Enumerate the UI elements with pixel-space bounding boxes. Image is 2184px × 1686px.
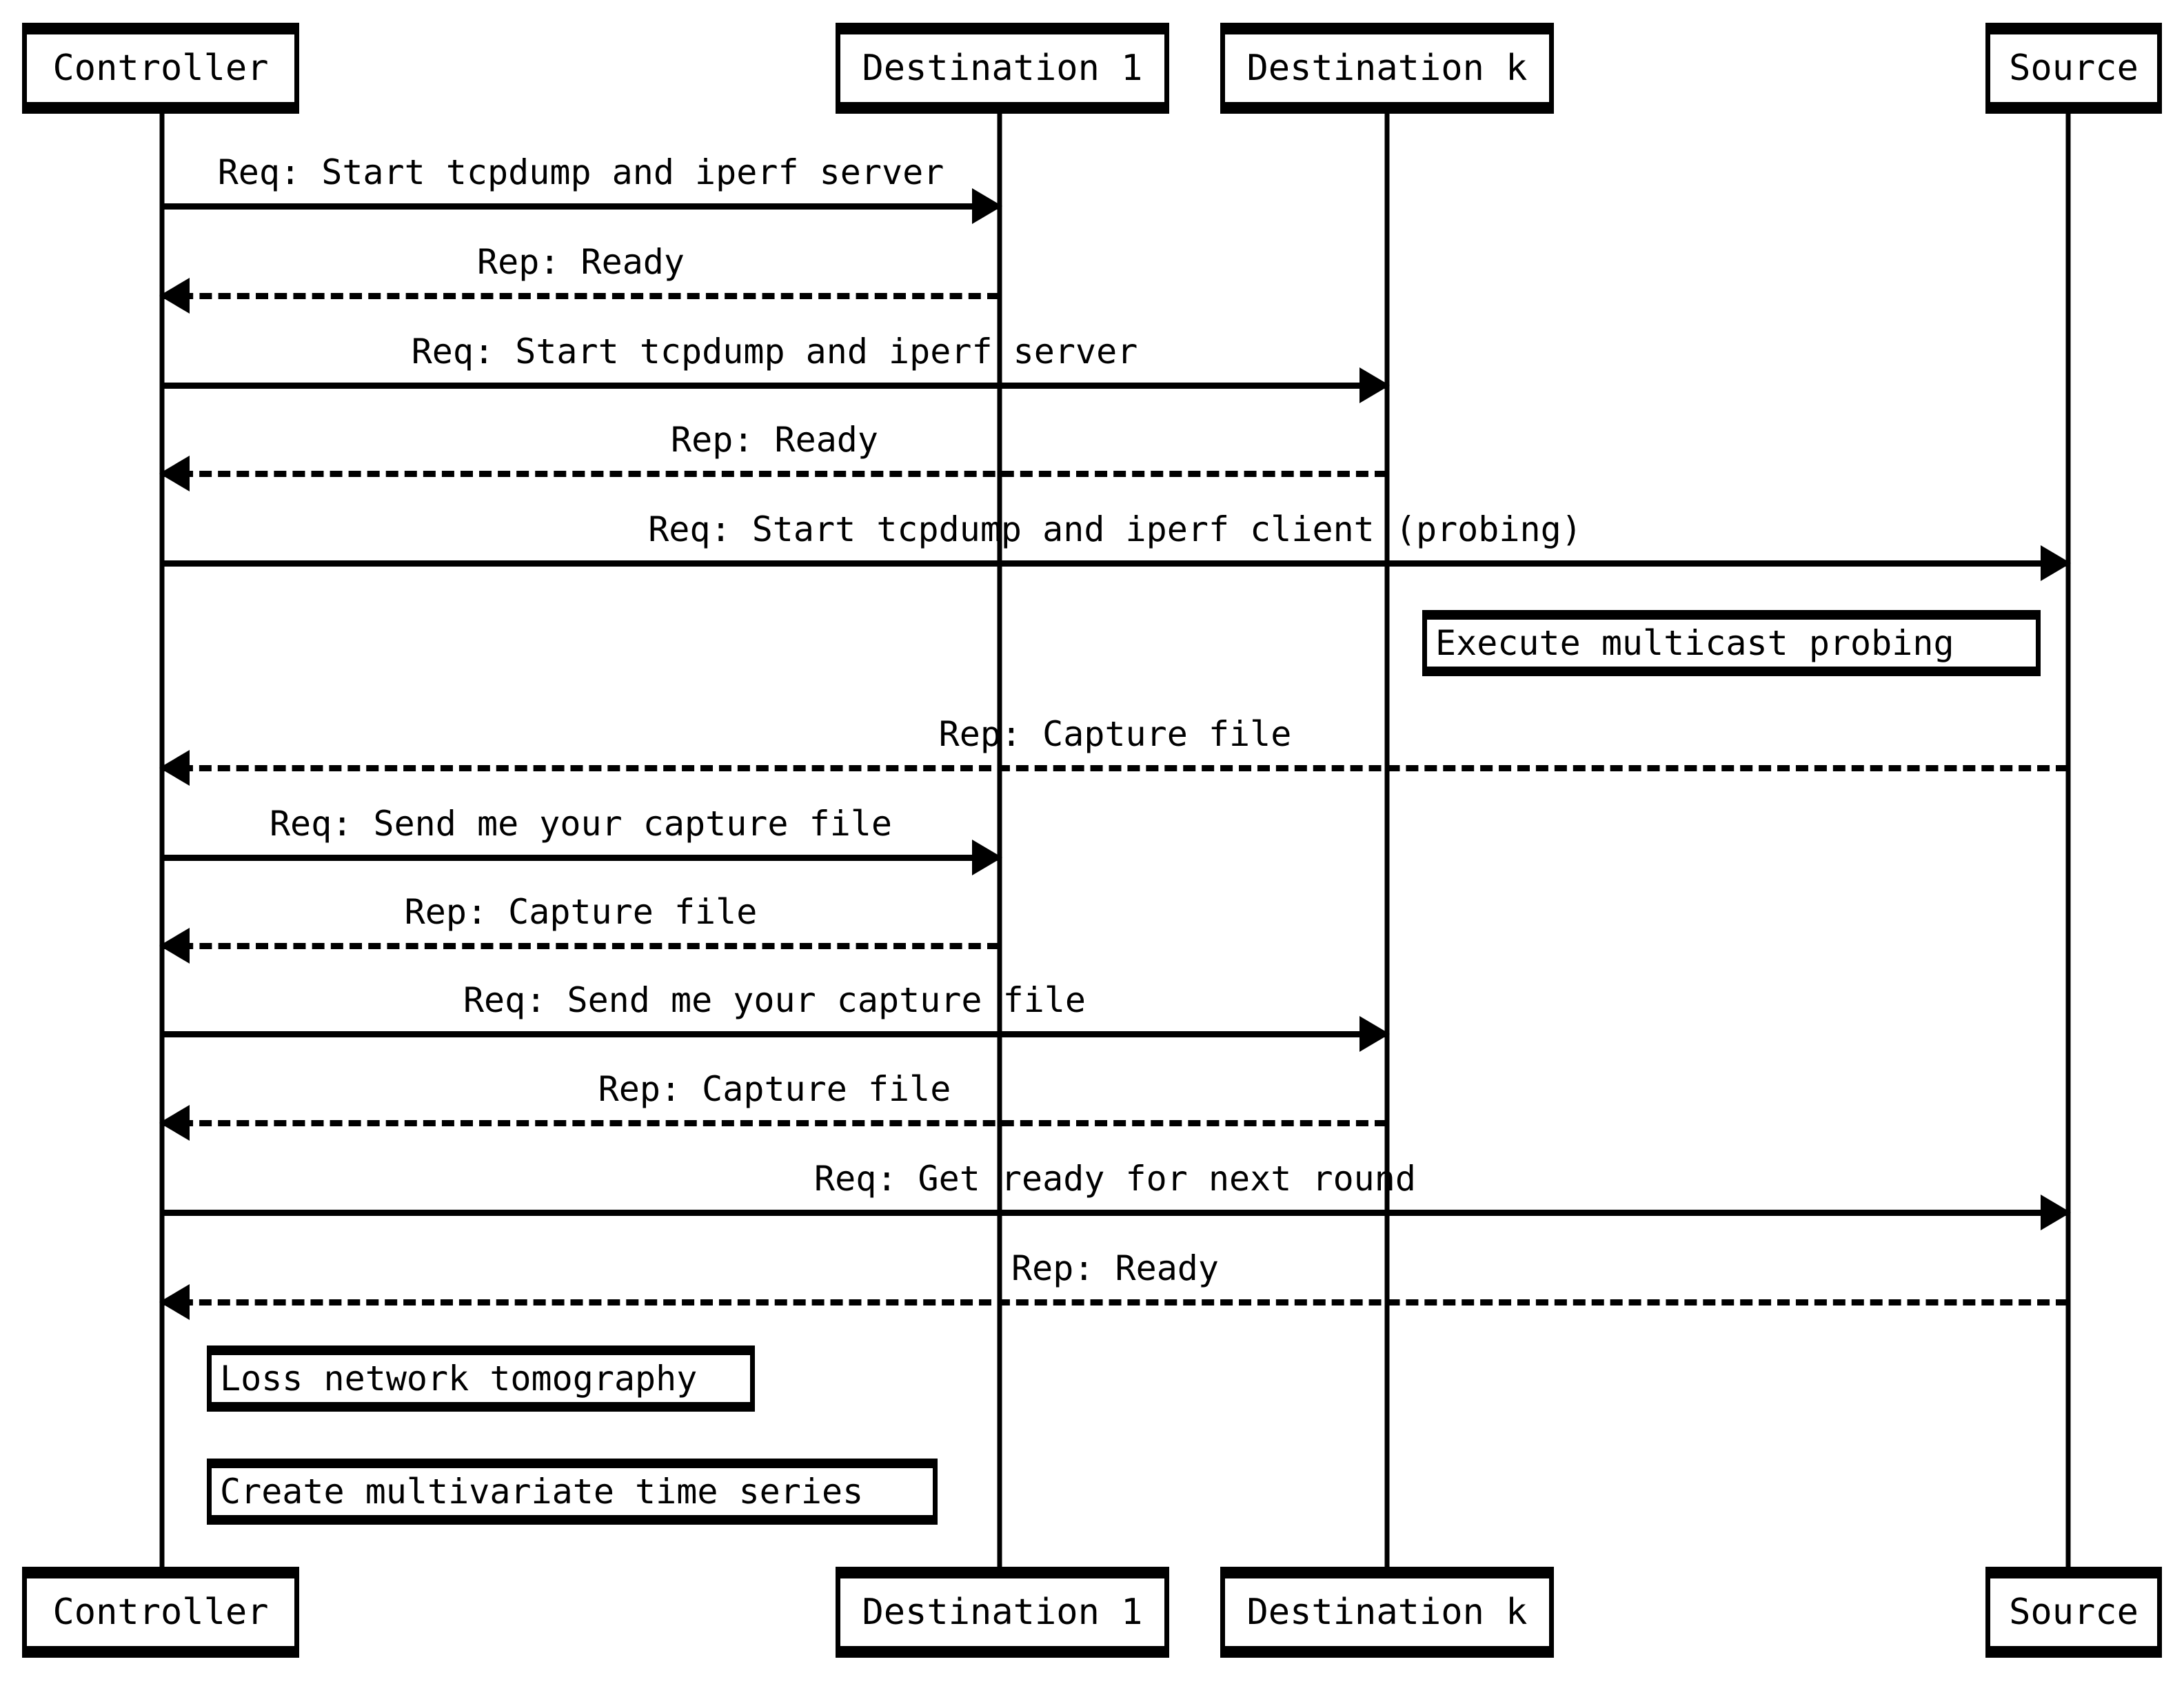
arrowhead-icon [159, 278, 190, 314]
lifeline-destinationk [1384, 114, 1390, 1567]
participant-label: Source [2009, 48, 2138, 89]
participant-label: Controller [52, 48, 269, 89]
note-n3[interactable]: Create multivariate time series [207, 1459, 938, 1525]
arrowhead-icon [159, 928, 190, 964]
message-line [162, 1120, 1387, 1126]
participant-header-destinationk[interactable]: Destination k [1220, 23, 1554, 114]
message-label: Rep: Capture file [404, 891, 758, 932]
participant-label: Source [2009, 1592, 2138, 1633]
message-line [162, 1299, 2068, 1306]
participant-label: Destination 1 [862, 1592, 1143, 1633]
message-label: Req: Start tcpdump and iperf client (pro… [648, 509, 1582, 549]
message-label: Rep: Capture file [598, 1068, 951, 1109]
participant-label: Destination k [1246, 48, 1528, 89]
message-line [162, 383, 1387, 389]
note-n1[interactable]: Execute multicast probing [1422, 610, 2041, 676]
arrowhead-icon [972, 840, 1002, 875]
message-label: Rep: Ready [476, 241, 685, 282]
participant-footer-destinationk[interactable]: Destination k [1220, 1567, 1554, 1658]
message-line [162, 1031, 1387, 1037]
message-label: Req: Get ready for next round [814, 1158, 1416, 1199]
arrowhead-icon [159, 1284, 190, 1320]
message-line [162, 203, 1000, 210]
message-label: Req: Send me your capture file [269, 803, 893, 844]
participant-label: Controller [52, 1592, 269, 1633]
note-n2[interactable]: Loss network tomography [207, 1345, 755, 1412]
message-line [162, 471, 1387, 477]
message-line [162, 943, 1000, 949]
message-line [162, 560, 2068, 567]
participant-header-source[interactable]: Source [1985, 23, 2162, 114]
message-label: Rep: Capture file [938, 713, 1292, 754]
note-label: Loss network tomography [220, 1359, 698, 1399]
arrowhead-icon [159, 750, 190, 786]
participant-label: Destination 1 [862, 48, 1143, 89]
message-line [162, 1210, 2068, 1216]
message-label: Req: Start tcpdump and iperf server [217, 152, 944, 192]
arrowhead-icon [1359, 367, 1390, 403]
message-label: Rep: Ready [1011, 1248, 1220, 1288]
arrowhead-icon [2041, 1195, 2071, 1230]
message-label: Req: Start tcpdump and iperf server [411, 331, 1138, 372]
participant-footer-destination1[interactable]: Destination 1 [836, 1567, 1169, 1658]
participant-header-destination1[interactable]: Destination 1 [836, 23, 1169, 114]
lifeline-controller [159, 114, 165, 1567]
participant-label: Destination k [1246, 1592, 1528, 1633]
message-label: Rep: Ready [670, 419, 879, 460]
message-label: Req: Send me your capture file [463, 979, 1086, 1020]
message-line [162, 765, 2068, 771]
note-label: Execute multicast probing [1435, 623, 1954, 663]
participant-footer-controller[interactable]: Controller [22, 1567, 299, 1658]
message-line [162, 855, 1000, 861]
arrowhead-icon [2041, 545, 2071, 581]
arrowhead-icon [1359, 1016, 1390, 1052]
participant-header-controller[interactable]: Controller [22, 23, 299, 114]
note-label: Create multivariate time series [220, 1472, 864, 1512]
arrowhead-icon [159, 456, 190, 491]
lifeline-source [2065, 114, 2071, 1567]
arrowhead-icon [972, 188, 1002, 224]
message-line [162, 293, 1000, 299]
arrowhead-icon [159, 1105, 190, 1141]
participant-footer-source[interactable]: Source [1985, 1567, 2162, 1658]
